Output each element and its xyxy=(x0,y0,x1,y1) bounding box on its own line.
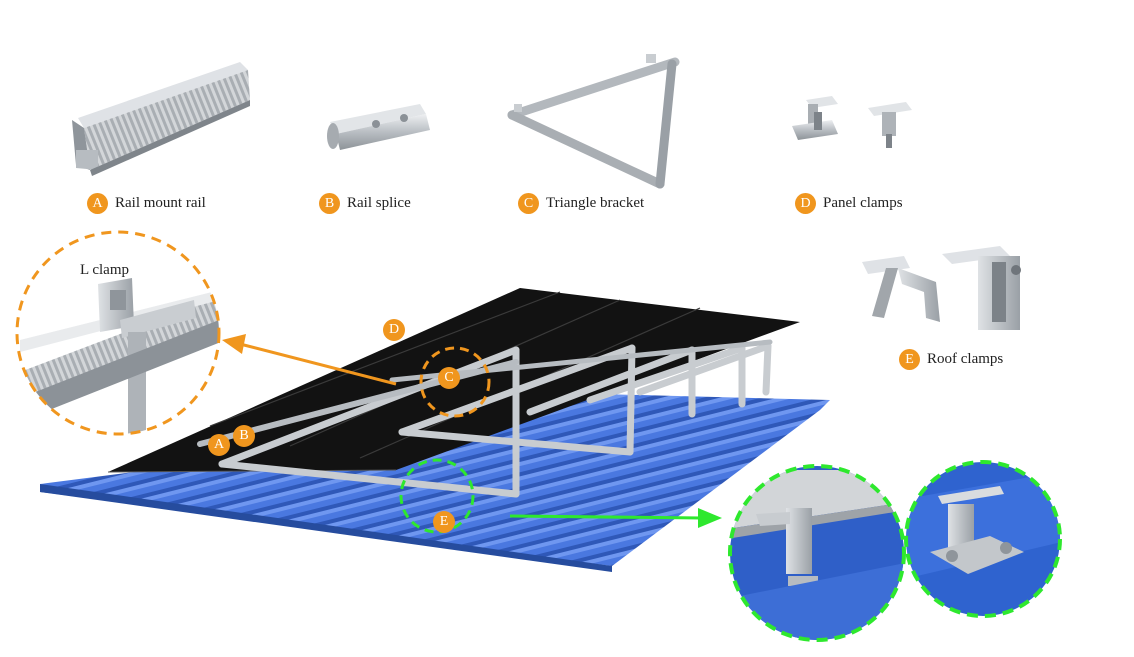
roof-clamp-zoom-view-2 xyxy=(904,460,1062,618)
triangle-bracket-frames xyxy=(197,339,773,498)
marker-a-badge: A xyxy=(208,434,230,456)
panel-clamps-image xyxy=(792,96,912,148)
label-text-rail-mount-rail: Rail mount rail xyxy=(115,195,206,211)
e-callout-ring xyxy=(399,458,475,534)
marker-b: B xyxy=(233,425,255,447)
badge-a: A xyxy=(87,193,108,214)
badge-b: B xyxy=(319,193,340,214)
rail-mount-rail-image xyxy=(72,62,250,176)
roof-clamps-image xyxy=(862,246,1021,330)
marker-e: E xyxy=(433,511,455,533)
marker-c: C xyxy=(438,367,460,389)
l-clamp-zoom-view xyxy=(15,230,221,436)
marker-d: D xyxy=(383,319,405,341)
label-text-roof-clamps: Roof clamps xyxy=(927,351,1004,367)
marker-d-badge: D xyxy=(383,319,405,341)
l-clamp-label: L clamp xyxy=(80,262,130,278)
marker-c-badge: C xyxy=(438,367,460,389)
marker-a: A xyxy=(208,434,230,456)
badge-c: C xyxy=(518,193,539,214)
roof-clamp-arrow xyxy=(509,508,722,528)
label-text-rail-splice: Rail splice xyxy=(347,195,411,211)
c-callout-ring xyxy=(419,346,491,418)
triangle-bracket-image xyxy=(507,54,680,189)
label-rail-mount-rail: A Rail mount rail xyxy=(87,193,206,214)
label-roof-clamps: E Roof clamps xyxy=(899,349,1003,370)
label-text-triangle-bracket: Triangle bracket xyxy=(546,195,645,211)
l-clamp-arrow xyxy=(222,334,397,386)
roof-clamp-zoom-view-1 xyxy=(728,464,906,642)
label-rail-splice: B Rail splice xyxy=(319,193,411,214)
rail-splice-image xyxy=(327,104,430,150)
marker-e-badge: E xyxy=(433,511,455,533)
label-panel-clamps: D Panel clamps xyxy=(795,193,903,214)
badge-e: E xyxy=(899,349,920,370)
label-triangle-bracket: C Triangle bracket xyxy=(518,193,644,214)
badge-d: D xyxy=(795,193,816,214)
marker-b-badge: B xyxy=(233,425,255,447)
label-text-panel-clamps: Panel clamps xyxy=(823,195,903,211)
